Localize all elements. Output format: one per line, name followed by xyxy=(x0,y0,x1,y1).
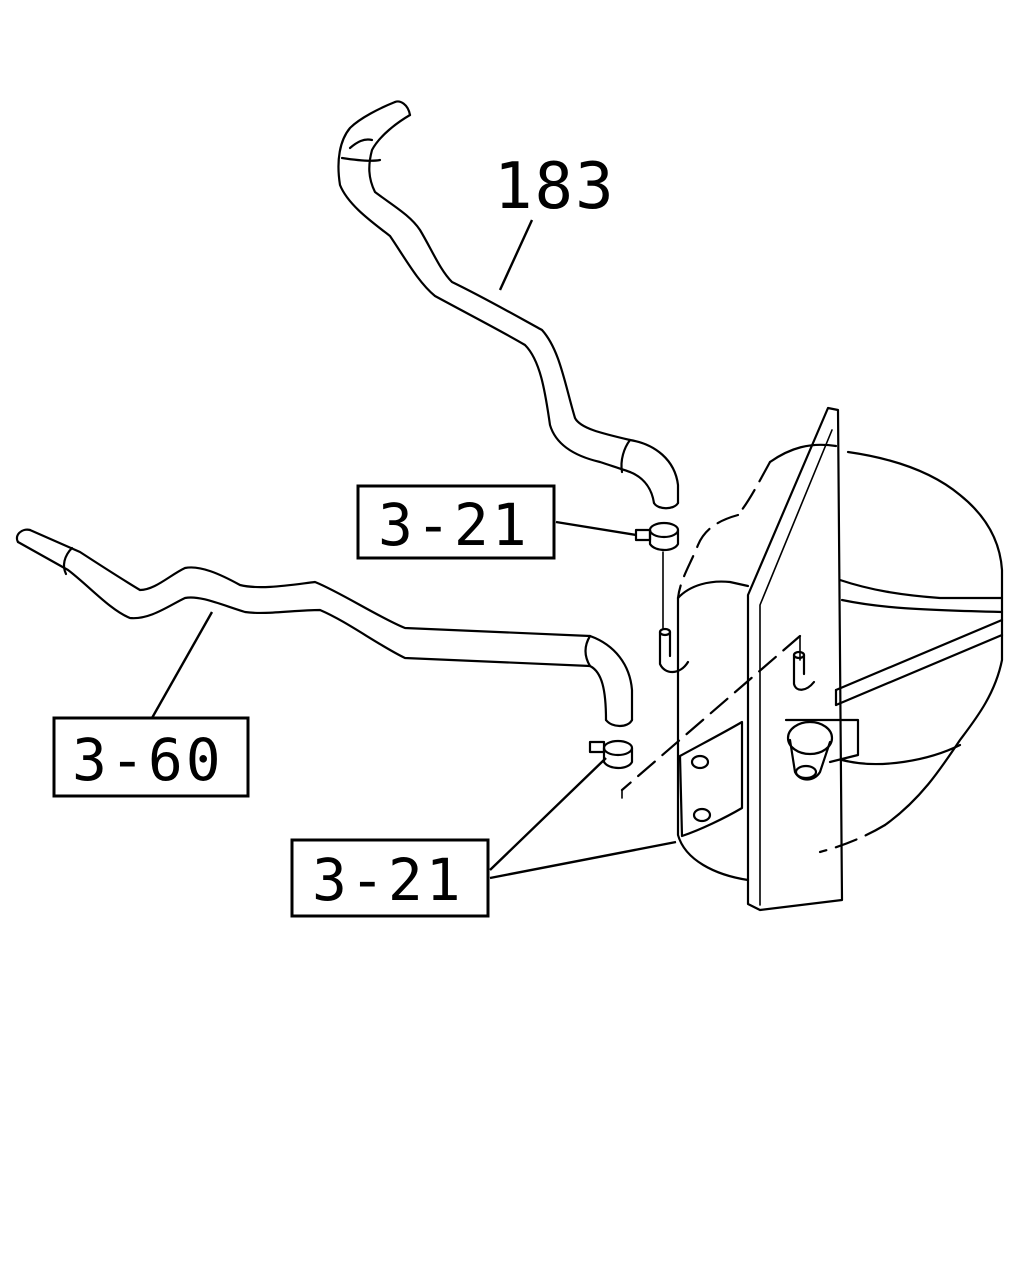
ref-box-hose-left[interactable]: 3-60 xyxy=(52,716,250,798)
hose-3-60[interactable] xyxy=(15,528,634,728)
callout-183[interactable]: 183 xyxy=(494,150,616,224)
ref-hose-left-label: 3-60 xyxy=(72,726,224,794)
leader-183 xyxy=(498,219,534,291)
leader-tank xyxy=(489,840,677,880)
ref-box-clamp-top[interactable]: 3-21 xyxy=(356,484,556,560)
ref-box-clamp-bottom[interactable]: 3-21 xyxy=(290,838,490,918)
hose-183[interactable] xyxy=(337,100,680,510)
leader-3-60 xyxy=(150,611,214,719)
ref-clamp-top-label: 3-21 xyxy=(378,491,530,559)
reservoir-tank[interactable] xyxy=(620,406,1004,912)
ref-clamp-bottom-label: 3-21 xyxy=(312,846,464,914)
clamp-bottom[interactable] xyxy=(588,739,634,770)
clamp-top[interactable] xyxy=(634,521,680,552)
leader-clamp-bottom xyxy=(489,757,607,871)
leader-clamp-top xyxy=(555,520,637,537)
